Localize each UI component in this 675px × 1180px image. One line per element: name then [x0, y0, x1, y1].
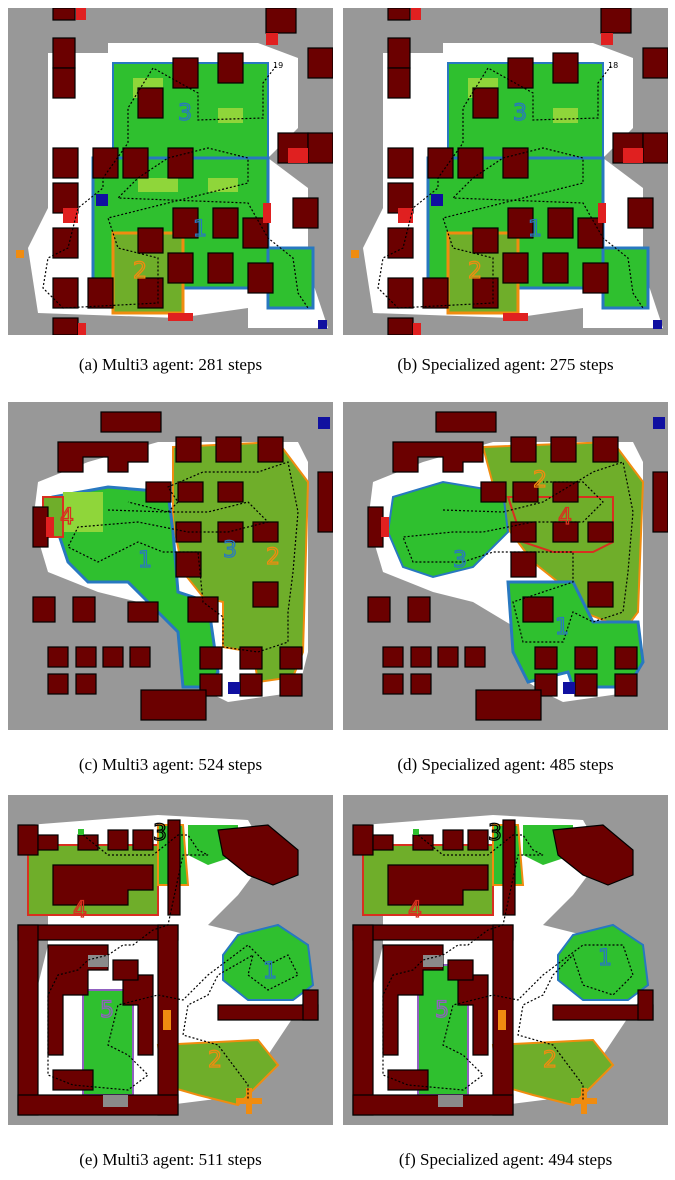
- panel-c-map: 4 1 3 2: [8, 402, 333, 730]
- region-label-2: 2: [133, 259, 147, 284]
- caption-e: (e) Multi3 agent: 511 steps: [79, 1150, 262, 1169]
- region-label-5: 5: [100, 998, 114, 1023]
- region-label-4: 4: [73, 898, 87, 923]
- caption-c: (c) Multi3 agent: 524 steps: [78, 755, 263, 774]
- region-label-1: 1: [263, 959, 277, 984]
- caption-f: (f) Specialized agent: 494 steps: [398, 1150, 613, 1169]
- region-label-1: 1: [528, 217, 542, 242]
- start-marker: 18: [608, 61, 618, 70]
- region-label-3: 3: [453, 548, 467, 573]
- region-label-3: 3: [223, 538, 237, 563]
- region-label-4: 4: [408, 898, 422, 923]
- region-label-4: 4: [558, 505, 572, 530]
- panel-e-map: 3 4 1 5 2: [8, 795, 333, 1125]
- panel-a-map: 3 1 2 19: [8, 8, 333, 335]
- region-label-2: 2: [208, 1048, 222, 1073]
- region-label-1: 1: [193, 217, 207, 242]
- region-label-2: 2: [468, 259, 482, 284]
- start-marker: 19: [273, 61, 283, 70]
- region-label-2: 2: [266, 545, 280, 570]
- panel-f-map: 3 4 1 5 2: [343, 795, 668, 1125]
- region-label-4: 4: [60, 505, 74, 530]
- caption-d: (d) Specialized agent: 485 steps: [397, 755, 614, 774]
- caption-b: (b) Specialized agent: 275 steps: [397, 355, 614, 374]
- region-label-2: 2: [543, 1048, 557, 1073]
- region-label-3: 3: [153, 821, 167, 846]
- panel-d-map: 2 4 3 1: [343, 402, 668, 730]
- region-label-2: 2: [533, 468, 547, 493]
- region-label-3: 3: [178, 101, 192, 126]
- region-label-1: 1: [138, 548, 152, 573]
- region-label-1: 1: [555, 615, 569, 640]
- region-label-3: 3: [513, 101, 527, 126]
- region-label-1: 1: [598, 946, 612, 971]
- caption-a: (a) Multi3 agent: 281 steps: [78, 355, 263, 374]
- region-label-5: 5: [435, 998, 449, 1023]
- region-label-3: 3: [488, 821, 502, 846]
- panel-b-map: 3 1 2 18: [343, 8, 668, 335]
